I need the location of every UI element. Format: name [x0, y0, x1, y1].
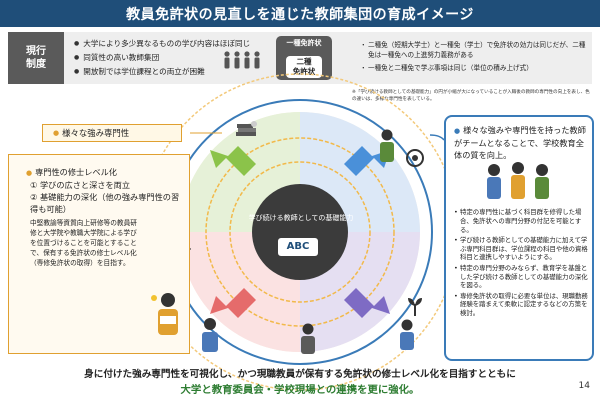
right-panel-heading: 様々な強みや専門性を持った教師がチームとなることで、学校教育全体の質を向上。: [454, 124, 590, 161]
group-icon: [487, 162, 549, 199]
teacher-icon-2: [301, 323, 315, 354]
license-second-class: 二種 免許状: [286, 56, 322, 78]
plant-icon: [408, 298, 422, 316]
left-strength-label: 様々な強み専門性: [42, 124, 182, 142]
license-notes: 二種免（短期大学士）と一種免（学士）で免許状の効力は同じだが、二種免は一種免への…: [360, 40, 590, 73]
page-number: 14: [578, 381, 590, 391]
left-panel-body: 中堅教諭等資質向上研修等の教員研修と大学院や教職大学院による学びを位置づけること…: [30, 219, 137, 267]
page-title: 教員免許状の見直しを通じた教師集団の育成イメージ: [126, 6, 474, 23]
list-item: 専修免許状の取得に必要な単位は、現職勤務経験を踏まえて柔軟に認定するなどの方策を…: [454, 292, 590, 318]
bottom-summary-line2: 大学と教育委員会・学校現場との連携を更に強化。: [180, 384, 420, 396]
teacher-icon-4: [380, 129, 394, 162]
left-panel-title: 専門性の修士レベル化: [26, 166, 186, 179]
left-panel-item: ① 学びの広さと深さを両立: [30, 180, 131, 190]
teacher-icon: [202, 318, 218, 352]
license-first-class: 一種免許状: [286, 39, 322, 47]
books-icon: [236, 121, 257, 136]
center-core-label: 学び続ける教師としての基礎能力: [248, 214, 354, 222]
bottom-summary-line1: 身に付けた強み専門性を可視化し、かつ現職教員が保有する免許状の修士レベル化を目指…: [84, 369, 516, 380]
list-item: 一種免と二種免で学ぶ事項は同じ（単位の積み上げ式）: [360, 63, 590, 73]
teacher-reading-icon: [151, 293, 178, 335]
left-panel-item: ② 基礎能力の深化（他の強み専門性の習得も可能）: [30, 192, 180, 214]
title-bar: 教員免許状の見直しを通じた教師集団の育成イメージ: [0, 0, 600, 27]
person-head-icon: [406, 149, 424, 167]
current-system-label: 現行 制度: [8, 32, 64, 84]
license-second-line2: 免許状: [292, 67, 316, 76]
left-strength-text: 様々な強み専門性: [62, 128, 130, 138]
list-item: 大学により多少異なるものの学び内容はほぼ同じ: [74, 37, 254, 51]
abc-board: ABC: [278, 238, 318, 256]
list-item: 同質性の高い教師集団: [74, 51, 254, 65]
list-item: 二種免（短期大学士）と一種免（学士）で免許状の効力は同じだが、二種免は一種免への…: [360, 40, 590, 60]
people-icon: [224, 51, 260, 69]
right-panel-list: 特定の専門性に基づく科目群を修得した場合、免許状への専門分野の付記を可能とする。…: [454, 208, 590, 320]
list-item: 特定の専門性に基づく科目群を修得した場合、免許状への専門分野の付記を可能とする。: [454, 208, 590, 234]
footnote: ※「学び続ける教師としての基礎能力」の円が小縮が大になっていることが入職後の教師…: [352, 90, 590, 102]
license-second-line1: 二種: [296, 57, 312, 66]
current-label-line1: 現行: [26, 45, 46, 57]
arrow-top-left: [210, 146, 256, 176]
list-item: 特定の専門分野のみならず、教育学を基盤とした学び続ける教師としての基礎能力の深化…: [454, 264, 590, 290]
teacher-icon-3: [400, 319, 414, 350]
left-panel-heading: 専門性の修士レベル化 ① 学びの広さと深さを両立 ② 基礎能力の深化（他の強み専…: [26, 166, 186, 215]
list-item: 学び続ける教師としての基礎能力に加えて学ぶ専門科目群は、学位課程の科目や他の資格…: [454, 236, 590, 262]
current-system-list: 大学により多少異なるものの学び内容はほぼ同じ 同質性の高い教師集団 開放制では学…: [74, 37, 254, 79]
list-item: 開放制では学位課程との両立が困難: [74, 65, 254, 79]
current-label-line2: 制度: [26, 59, 46, 70]
